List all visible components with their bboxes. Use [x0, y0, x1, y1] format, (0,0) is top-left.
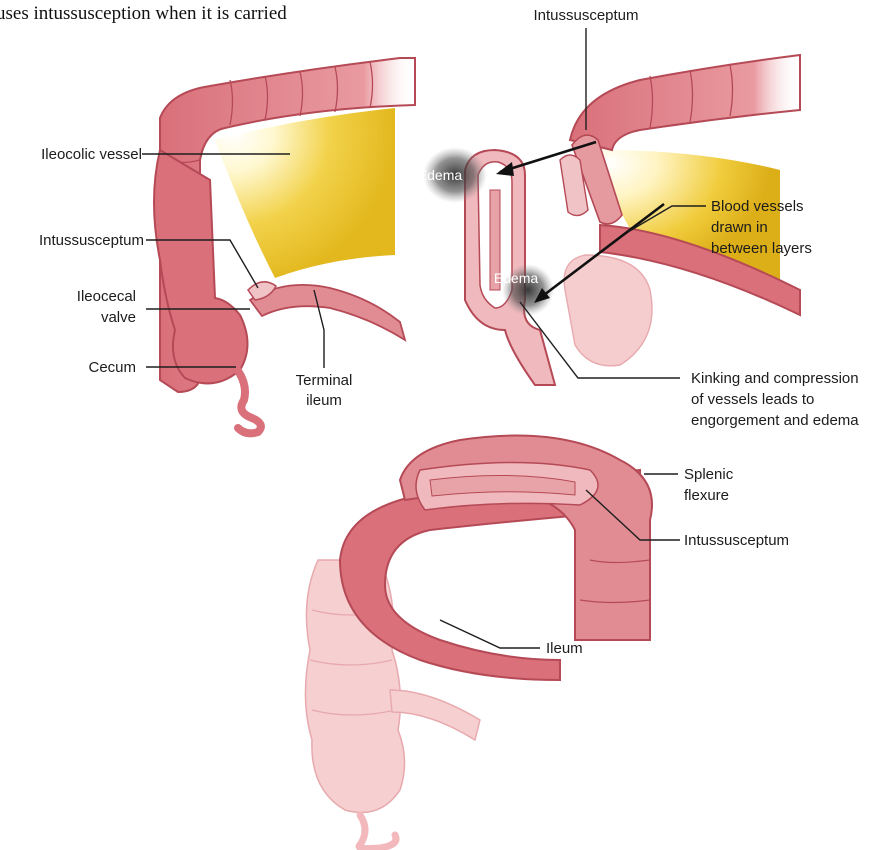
label-splenic-2: flexure: [684, 487, 729, 504]
mesentery-fan: [215, 108, 395, 278]
colon-pale-lower: [564, 255, 652, 366]
label-ileum: Ileum: [546, 640, 583, 657]
label-kinking-2: of vessels leads to: [691, 391, 814, 408]
label-kinking-3: engorgement and edema: [691, 412, 859, 429]
label-edema-lower: Edema: [494, 270, 539, 286]
label-kinking-1: Kinking and compression: [691, 370, 859, 387]
label-splenic-1: Splenic: [684, 466, 734, 483]
label-intussusceptum-bottom: Intussusceptum: [684, 532, 789, 549]
label-ileocecal-1: Ileocecal: [77, 288, 136, 305]
label-blood-vessels-2: drawn in: [711, 219, 768, 236]
panel-normal-anatomy: [154, 58, 415, 433]
label-blood-vessels-1: Blood vessels: [711, 198, 804, 215]
label-intussusceptum-left: Intussusceptum: [39, 232, 144, 249]
terminal-ileum-shape: [250, 285, 405, 340]
label-cecum: Cecum: [88, 359, 136, 376]
panel-ileocolic-intussusception: [305, 436, 652, 849]
label-ileocolic-vessel: Ileocolic vessel: [41, 146, 142, 163]
appendix: [236, 368, 261, 433]
label-ileocecal-2: valve: [101, 309, 136, 326]
label-blood-vessels-3: between layers: [711, 240, 812, 257]
label-intussusceptum-top: Intussusceptum: [533, 7, 638, 24]
label-terminal-2: ileum: [306, 392, 342, 409]
appendix-bottom: [359, 815, 396, 849]
label-terminal-1: Terminal: [296, 372, 353, 389]
label-edema-upper: Edema: [418, 167, 463, 183]
caption-fragment: uses intussusception when it is carried: [0, 3, 287, 24]
colon-right-upper: [570, 55, 800, 150]
